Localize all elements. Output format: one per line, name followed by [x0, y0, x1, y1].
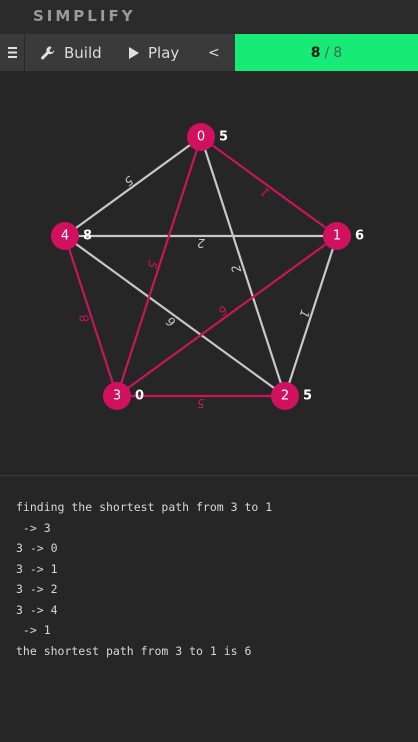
toolbar-divider	[24, 34, 25, 71]
node-distance-label: 6	[355, 229, 364, 244]
edge-weight-label: 5	[197, 396, 205, 410]
menu-icon	[7, 47, 17, 58]
edge-weight-label: 8	[76, 312, 92, 324]
console-line: finding the shortest path from 3 to 1	[16, 500, 273, 514]
app-title: SIMPLIFY	[33, 7, 136, 25]
title-bar: SIMPLIFY	[0, 0, 418, 34]
console-line: the shortest path from 3 to 1 is 6	[16, 643, 252, 658]
graph-edge-1-2	[283, 235, 339, 397]
graph-node-3[interactable]	[103, 382, 131, 410]
progress-current: 8	[310, 44, 321, 61]
graph-edge-1-3	[116, 235, 338, 397]
console-line: 3 -> 4	[16, 602, 58, 617]
graph-edge-0-3	[115, 136, 203, 397]
graph-edge-0-2	[199, 136, 287, 397]
toolbar: Build Play < 8 / 8	[0, 34, 418, 71]
graph-edge-4-2	[64, 235, 286, 397]
edge-weight-label: 2	[197, 236, 205, 250]
graph-edge-0-1	[200, 136, 338, 237]
play-icon	[129, 46, 139, 59]
progress-total: 8	[333, 44, 343, 61]
play-label: Play	[148, 43, 180, 62]
previous-step-button[interactable]: <	[208, 44, 220, 61]
build-button[interactable]: Build	[40, 34, 102, 71]
node-id-label: 2	[281, 389, 289, 404]
build-label: Build	[64, 43, 102, 62]
console-output: finding the shortest path from 3 to 1 ->…	[16, 497, 408, 661]
edge-weight-label: 5	[145, 259, 161, 271]
edge-weight-label: 5	[122, 173, 136, 189]
console-divider	[0, 475, 418, 476]
edge-weight-label: 6	[215, 302, 230, 318]
edge-weight-label: 1	[297, 308, 313, 320]
node-distance-label: 0	[135, 389, 144, 404]
menu-button[interactable]	[0, 34, 24, 71]
console-line: 3 -> 0	[16, 541, 58, 555]
node-distance-label: 5	[219, 130, 228, 145]
node-id-label: 4	[61, 229, 69, 244]
node-distance-label: 8	[83, 229, 92, 244]
graph-node-0[interactable]	[187, 123, 215, 151]
step-progress: 8 / 8	[235, 34, 418, 71]
console-line: 3 -> 1	[16, 561, 58, 576]
play-button[interactable]: Play	[128, 34, 179, 71]
node-id-label: 0	[197, 130, 205, 145]
wrench-icon	[41, 45, 55, 59]
console-line: -> 1	[16, 623, 51, 637]
progress-separator: /	[324, 44, 330, 61]
graph-edge-4-3	[63, 235, 119, 397]
console-line: -> 3	[16, 520, 51, 535]
graph-edge-0-4	[64, 136, 202, 237]
node-distance-label: 5	[303, 389, 312, 404]
graph-node-2[interactable]	[271, 382, 299, 410]
node-id-label: 1	[333, 229, 341, 244]
console-line: 3 -> 2	[16, 582, 58, 596]
graph-node-1[interactable]	[323, 222, 351, 250]
node-id-label: 3	[113, 389, 121, 404]
graph-node-4[interactable]	[51, 222, 79, 250]
edge-weight-label: 2	[229, 263, 245, 275]
